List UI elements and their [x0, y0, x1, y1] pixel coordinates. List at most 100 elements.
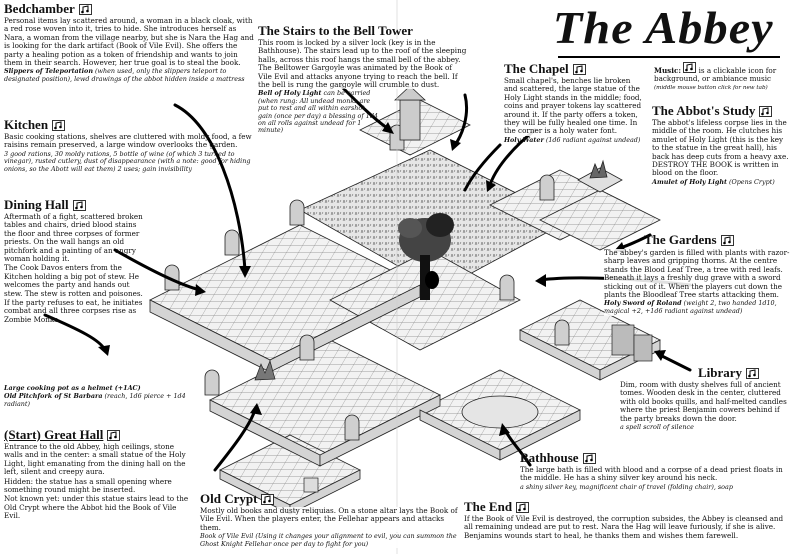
- library-heading: Library: [698, 366, 792, 380]
- crypt-body: Mostly old books and dusty reliquias. On…: [200, 506, 462, 533]
- section-bedchamber: Bedchamber Personal items lay scattered …: [4, 2, 256, 84]
- section-gardens: The Gardens: [644, 233, 792, 248]
- dining-item-1: Large cooking pot as a helmet (+1AC): [4, 384, 141, 392]
- study-item: Amulet of Holy Light: [652, 177, 727, 186]
- music-info: Music: is a clickable icon for backgroun…: [654, 62, 790, 93]
- kitchen-heading: Kitchen: [4, 118, 254, 132]
- bath-note: a shiny silver key, magnificent chair of…: [520, 482, 733, 491]
- end-body: If the Book of Vile Evil is destroyed, t…: [464, 514, 784, 540]
- kitchen-note: 3 good rations, 30 moldy rations, 5 bott…: [4, 149, 251, 173]
- dining-body-2: The Cook Davos enters from the Kitchen h…: [4, 263, 143, 298]
- great-hall-heading-text: (Start) Great Hall: [4, 427, 104, 442]
- music-note-icon[interactable]: [72, 199, 86, 211]
- section-great-hall: (Start) Great Hall Entrance to the old A…: [4, 428, 194, 522]
- library-body-block: Dim, room with dusty shelves full of anc…: [620, 380, 792, 433]
- section-the-end: The End If the Book of Vile Evil is dest…: [464, 500, 792, 541]
- bedchamber-item-note: (when used, only the slippers teleport t…: [4, 67, 245, 83]
- gardens-heading: The Gardens: [644, 233, 792, 247]
- music-small: (middle mouse button click for new tab): [654, 84, 768, 91]
- bedchamber-body: Personal items lay scattered around, a w…: [4, 16, 254, 68]
- kitchen-heading-text: Kitchen: [4, 117, 49, 132]
- dining-items: Large cooking pot as a helmet (+1AC) Old…: [4, 384, 204, 409]
- crypt-heading-text: Old Crypt: [200, 491, 258, 506]
- crypt-altar: [303, 477, 319, 493]
- chapel-heading: The Chapel: [504, 62, 646, 76]
- stairs-body: This room is locked by a silver lock (ke…: [258, 38, 468, 90]
- bath-body: The large bath is filled with blood and …: [520, 465, 783, 483]
- music-note-icon[interactable]: [582, 452, 596, 464]
- music-note-icon[interactable]: [759, 105, 773, 117]
- bath-heading: Bathhouse: [520, 451, 792, 465]
- library-heading-text: Library: [698, 365, 743, 380]
- dining-body-block: Aftermath of a fight, scattered broken t…: [4, 212, 150, 325]
- bedchamber-item: Slippers of Teleportation: [4, 67, 93, 76]
- great-hall-hidden: Hidden: the statue has a small opening w…: [4, 476, 172, 495]
- section-bathhouse: Bathhouse The large bath is filled with …: [520, 451, 792, 492]
- gardens-item-note: (weight 2, two handed 1d10, magical +2, …: [604, 299, 777, 315]
- music-note-icon[interactable]: [78, 3, 92, 15]
- chapel-item-note: (1d6 radiant against undead): [545, 135, 641, 144]
- section-abbots-study: The Abbot's Study The abbot's lifeless c…: [652, 104, 792, 187]
- end-heading-text: The End: [464, 499, 513, 514]
- chapel-heading-text: The Chapel: [504, 61, 569, 76]
- floor-study: [539, 189, 661, 251]
- gardens-heading-text: The Gardens: [644, 232, 717, 247]
- library-body: Dim, room with dusty shelves full of anc…: [620, 380, 787, 423]
- dining-item-2-note: (reach, 1d6 pierce + 1d4 radiant): [4, 392, 186, 408]
- gardens-item: Holy Sword of Roland: [604, 299, 682, 308]
- music-note-icon[interactable]: [52, 119, 65, 131]
- music-label: Music:: [654, 66, 681, 75]
- music-note-icon[interactable]: [746, 367, 759, 379]
- section-kitchen: Kitchen Basic cooking stations, shelves …: [4, 118, 254, 174]
- music-note-icon[interactable]: [107, 429, 121, 441]
- blood-bath: [461, 395, 539, 429]
- dining-heading: Dining Hall: [4, 198, 108, 212]
- section-dining-hall: Dining Hall: [4, 198, 108, 213]
- music-note-icon[interactable]: [720, 234, 734, 246]
- dining-body-3: If the party refuses to eat, he initiate…: [4, 298, 143, 324]
- section-old-crypt: Old Crypt Mostly old books and dusty rel…: [200, 492, 462, 549]
- stairs-heading: The Stairs to the Bell Tower: [258, 24, 468, 38]
- dining-heading-text: Dining Hall: [4, 197, 69, 212]
- music-note-icon[interactable]: [683, 62, 697, 73]
- arched-doors: [164, 124, 570, 441]
- kitchen-body: Basic cooking stations, shelves are clut…: [4, 132, 252, 150]
- dining-item-2: Old Pitchfork of St Barbara: [4, 392, 103, 401]
- music-note-icon[interactable]: [572, 63, 586, 75]
- music-note-icon[interactable]: [516, 501, 529, 513]
- brazier: [577, 159, 623, 193]
- title-underline: [558, 56, 780, 58]
- study-item-note: (Opens Crypt): [728, 177, 775, 186]
- library-note: a spell scroll of silence: [620, 423, 694, 432]
- end-heading: The End: [464, 500, 792, 514]
- bath-heading-text: Bathhouse: [520, 450, 579, 465]
- chapel-body: Small chapel's, benches lie broken and s…: [504, 76, 646, 136]
- great-hall-heading: (Start) Great Hall: [4, 428, 194, 442]
- study-body: The abbot's lifeless corpse lies in the …: [652, 118, 789, 178]
- blood-leaf-tree: [398, 213, 454, 300]
- library-shelves: [611, 324, 653, 362]
- great-hall-fire: [254, 359, 276, 381]
- bedchamber-heading-text: Bedchamber: [4, 1, 75, 16]
- stairs-heading-text: The Stairs to the Bell Tower: [258, 23, 413, 38]
- music-note-icon[interactable]: [261, 493, 275, 505]
- page-title: The Abbey: [552, 2, 774, 53]
- crypt-note: Book of Vile Evil (Using it changes your…: [200, 533, 462, 549]
- stairs-item-note: can be carried (when rung: All undead mo…: [258, 89, 379, 135]
- study-heading: The Abbot's Study: [652, 104, 792, 118]
- great-hall-body: Entrance to the old Abbey, high ceilings…: [4, 442, 186, 477]
- gardens-body-block: The abbey's garden is filled with plants…: [604, 248, 792, 317]
- bell-tower: [393, 85, 427, 141]
- stairs-item: Bell of Holy Light: [258, 89, 322, 98]
- great-hall-not-known: Not known yet: under this statue stairs …: [4, 494, 189, 521]
- dining-body-1: Aftermath of a fight, scattered broken t…: [4, 212, 143, 264]
- section-stairs: The Stairs to the Bell Tower This room i…: [258, 24, 468, 136]
- section-chapel: The Chapel Small chapel's, benches lie b…: [504, 62, 646, 145]
- bedchamber-heading: Bedchamber: [4, 2, 256, 16]
- crypt-heading: Old Crypt: [200, 492, 462, 506]
- study-heading-text: The Abbot's Study: [652, 103, 756, 118]
- chapel-item: Holy Water: [504, 135, 544, 144]
- music-body: is a clickable icon for background, or a…: [654, 66, 777, 84]
- gardens-body: The abbey's garden is filled with plants…: [604, 248, 790, 300]
